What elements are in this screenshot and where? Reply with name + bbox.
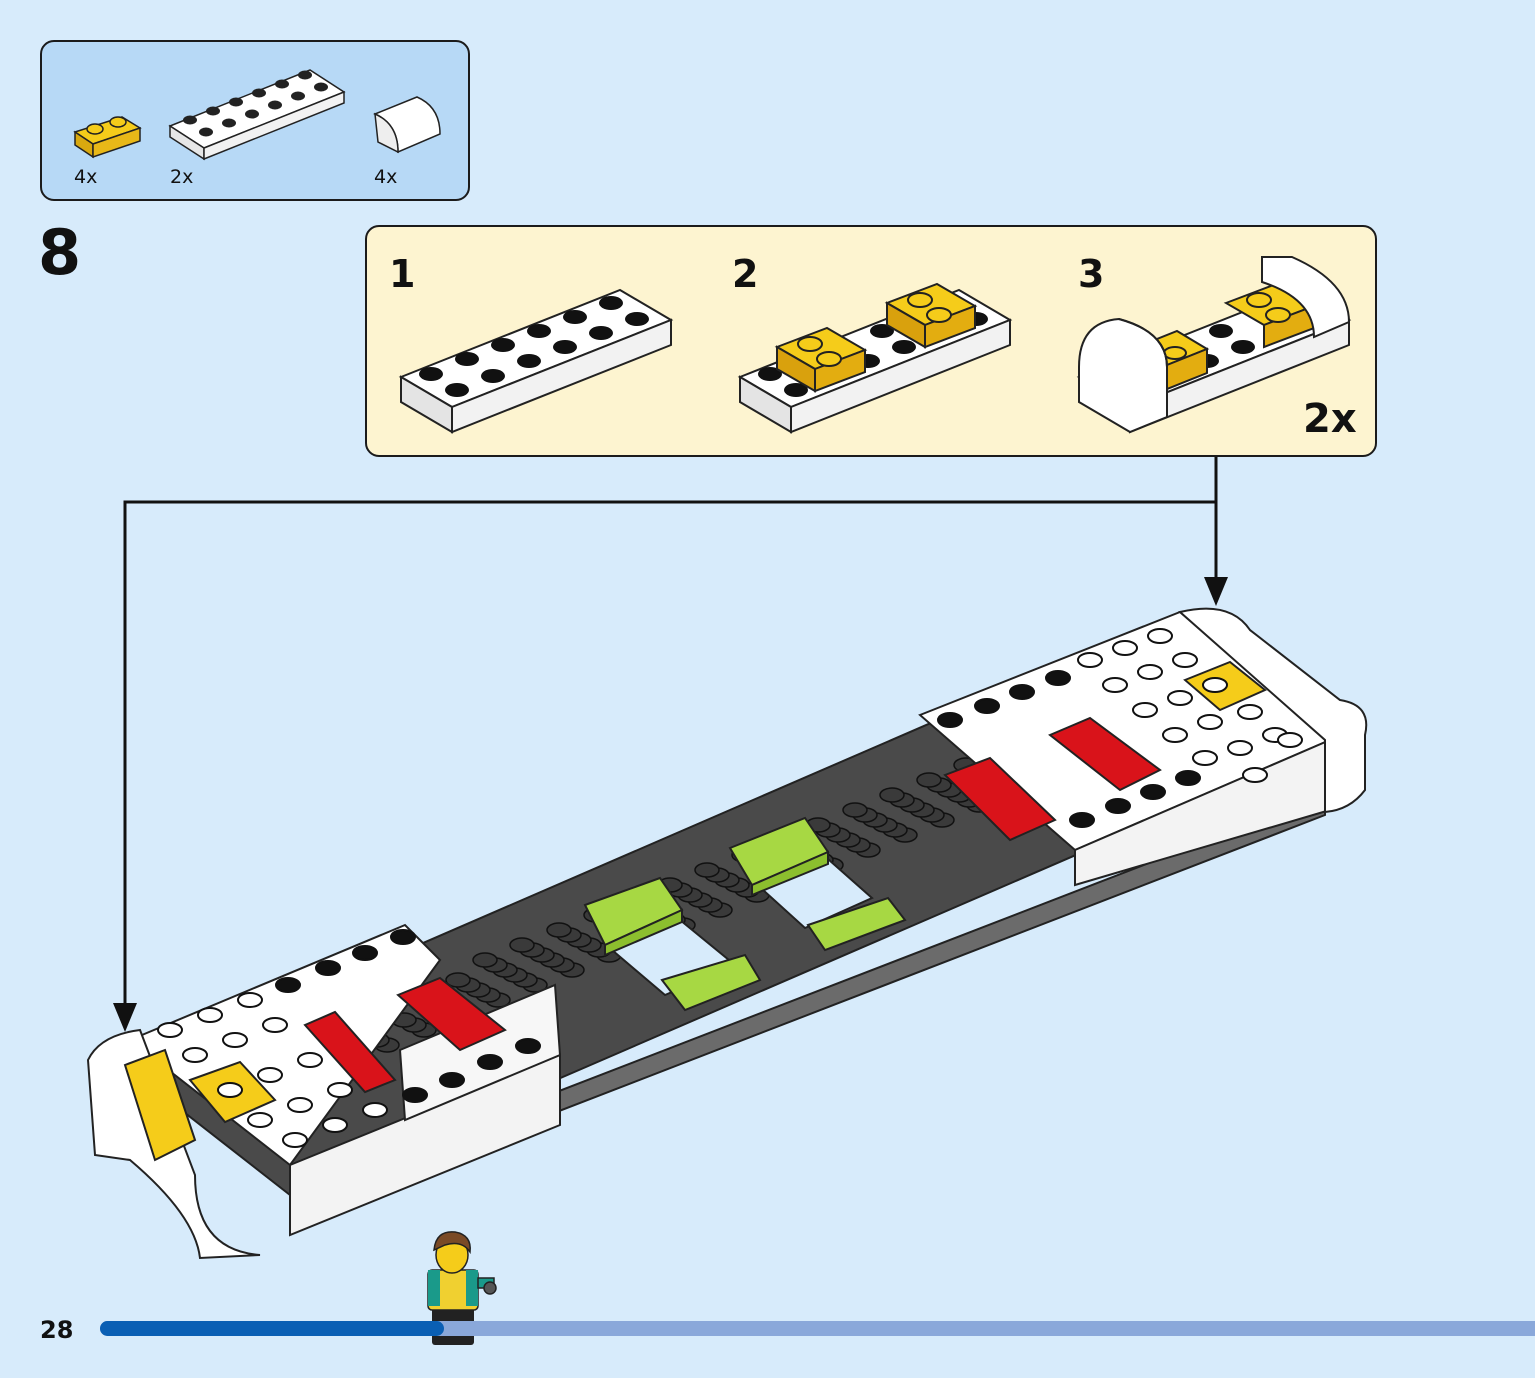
stud: [1077, 652, 1103, 668]
stud: [1192, 750, 1218, 766]
stud: [247, 1112, 273, 1128]
stud: [322, 1117, 348, 1133]
callout-connector-lines: [123, 457, 1218, 1005]
stud: [362, 1102, 388, 1118]
curved-slope-part: [373, 96, 441, 154]
stud: [1237, 704, 1263, 720]
stud: [1162, 727, 1188, 743]
stud: [1105, 798, 1131, 814]
stud: [1202, 677, 1228, 693]
stud: [1069, 812, 1095, 828]
stud: [287, 1097, 313, 1113]
stud: [694, 862, 720, 878]
stud: [472, 952, 498, 968]
stud: [546, 922, 572, 938]
sub-step-number: 1: [389, 252, 416, 296]
stud: [515, 1038, 541, 1054]
minifigure-icon: [427, 1231, 497, 1345]
stud: [1140, 784, 1166, 800]
stud: [1172, 652, 1198, 668]
stud: [282, 1132, 308, 1148]
sub-step-number: 2: [732, 252, 759, 296]
stud: [297, 1052, 323, 1068]
stud: [1112, 640, 1138, 656]
stud: [1009, 684, 1035, 700]
stud: [509, 937, 535, 953]
stud: [197, 1007, 223, 1023]
sub-step-number: 3: [1078, 252, 1105, 296]
stud: [237, 992, 263, 1008]
stud: [275, 977, 301, 993]
stud: [1102, 677, 1128, 693]
stud: [1137, 664, 1163, 680]
stud: [1277, 732, 1303, 748]
sub-assembly-multiplier: 2x: [1303, 396, 1357, 442]
yellow-plate-part: [73, 116, 142, 159]
stud: [222, 1032, 248, 1048]
arrow-down-icon: [1204, 577, 1228, 606]
stud: [182, 1047, 208, 1063]
part-quantity: 4x: [74, 166, 98, 188]
stud: [916, 772, 942, 788]
sub-step-2-plate: [737, 282, 1013, 434]
sub-step-illustrations: [398, 256, 1352, 434]
stud: [879, 787, 905, 803]
progress-bar-fill: [100, 1321, 445, 1336]
parts-list-box: 4x 2x 4x: [40, 40, 470, 201]
part-quantity: 4x: [374, 166, 398, 188]
progress-bar-track: [100, 1321, 1535, 1336]
stud: [262, 1017, 288, 1033]
stud: [1175, 770, 1201, 786]
stud: [402, 1087, 428, 1103]
arrow-down-icon: [113, 1003, 137, 1032]
stud: [327, 1082, 353, 1098]
stud: [315, 960, 341, 976]
stud: [439, 1072, 465, 1088]
stud: [974, 698, 1000, 714]
part-quantity: 2x: [170, 166, 194, 188]
main-model: [86, 607, 1368, 1260]
stud: [1197, 714, 1223, 730]
stud: [1227, 740, 1253, 756]
stud: [937, 712, 963, 728]
stud: [157, 1022, 183, 1038]
step-number: 8: [38, 216, 82, 289]
stud: [1242, 767, 1268, 783]
stud: [1147, 628, 1173, 644]
parts-illustrations: [73, 69, 441, 161]
sub-step-3-assembly: [1076, 256, 1352, 434]
stud: [1167, 690, 1193, 706]
stud: [842, 802, 868, 818]
stud: [1045, 670, 1071, 686]
stud: [217, 1082, 243, 1098]
stud: [445, 972, 471, 988]
stud: [257, 1067, 283, 1083]
sub-assembly-box: 1 2 3 2x: [365, 225, 1377, 457]
stud: [390, 929, 416, 945]
white-plate-part: [168, 69, 346, 161]
stud: [477, 1054, 503, 1070]
stud: [352, 945, 378, 961]
sub-step-1-plate: [398, 288, 674, 434]
stud: [1132, 702, 1158, 718]
page-number: 28: [40, 1316, 74, 1344]
